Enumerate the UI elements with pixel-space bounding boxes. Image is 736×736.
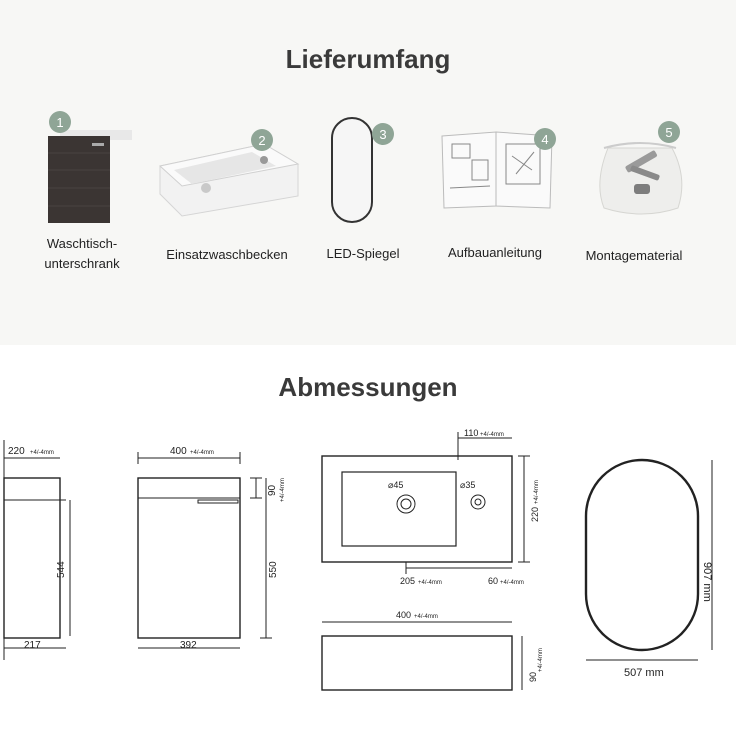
dimensions-title: Abmessungen — [278, 372, 458, 402]
mirror-height: 907 mm — [701, 562, 713, 602]
basin-dim-a: 205 — [400, 576, 415, 586]
item-label-3: LED-Spiegel — [326, 246, 400, 261]
side-depth-tol: +4/-4mm — [30, 450, 54, 456]
basin-dim-a-tol: +4/-4mm — [418, 580, 442, 586]
item-label-5: Montagematerial — [585, 248, 683, 263]
basin-drain: ⌀45 — [388, 480, 403, 490]
item-label-1-line1: Waschtisch- — [46, 236, 118, 251]
item-mirror: 3 — [288, 108, 438, 223]
side-height: 544 — [56, 561, 67, 578]
front-top: 90 — [267, 484, 278, 496]
hardware-bag-icon: 5 — [599, 121, 683, 215]
item-label-4: Aufbauanleitung — [448, 245, 542, 260]
badge-1: 1 — [56, 115, 63, 130]
basin-front-width-tol: +4/-4mm — [414, 614, 438, 620]
front-width: 400 — [170, 446, 187, 457]
side-bottom: 217 — [24, 640, 41, 651]
item-basin: 2 — [152, 108, 302, 223]
basin-depth: 220 — [530, 507, 540, 522]
manual-icon: 4 — [441, 128, 556, 209]
mirror-width: 507 mm — [624, 667, 664, 679]
basin-dim-b: 60 — [488, 576, 498, 586]
item-manual: 4 — [420, 108, 570, 223]
basin-dim-b-tol: +4/-4mm — [500, 580, 524, 586]
front-top-tol: +4/-4mm — [280, 478, 286, 502]
badge-2: 2 — [258, 133, 265, 148]
front-bottom: 392 — [180, 640, 197, 651]
basin-front-width: 400 — [396, 610, 411, 620]
item-cabinet: 1 — [12, 108, 162, 223]
basin-top-tol: +4/-4mm — [480, 432, 504, 438]
item-label-2: Einsatzwaschbecken — [166, 247, 288, 262]
mirror-icon: 3 — [331, 117, 394, 223]
badge-3: 3 — [379, 127, 386, 142]
item-hardware: 5 — [564, 108, 714, 223]
item-label-1: Waschtisch- unterschrank — [2, 234, 162, 274]
delivery-title: Lieferumfang — [285, 44, 451, 74]
basin-icon: 2 — [158, 129, 300, 217]
badge-5: 5 — [665, 125, 672, 140]
basin-tap: ⌀35 — [460, 480, 475, 490]
basin-front-height: 90 — [528, 672, 538, 682]
basin-depth-tol: +4/-4mm — [534, 480, 540, 504]
cabinet-icon: 1 — [48, 111, 132, 223]
technical-drawings: 220 +4/-4mm 544 217 400 +4/-4mm 90 +4/-4… — [3, 428, 713, 691]
side-depth: 220 — [8, 446, 25, 457]
basin-top-dim: 110 — [464, 428, 478, 438]
front-height: 550 — [268, 561, 279, 578]
front-width-tol: +4/-4mm — [190, 450, 214, 456]
basin-front-height-tol: +4/-4mm — [538, 648, 544, 672]
badge-4: 4 — [541, 132, 548, 147]
item-label-1-line2: unterschrank — [44, 256, 120, 271]
